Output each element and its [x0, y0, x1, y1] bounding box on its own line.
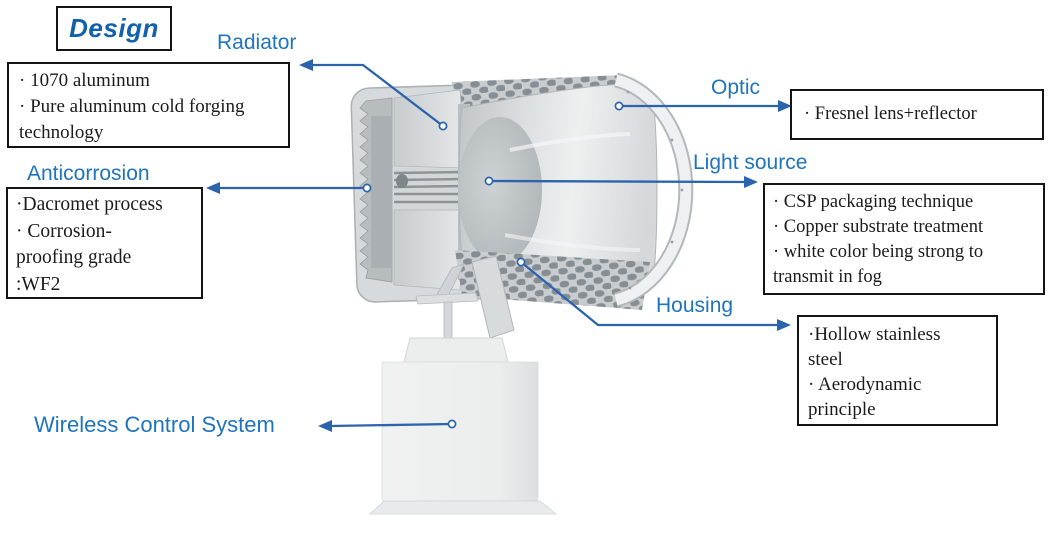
- callout-arrow-light-source: [484, 176, 758, 188]
- text-line: · Aerodynamic: [808, 374, 922, 395]
- text-line: steel: [808, 349, 843, 370]
- mounting-arm: [415, 255, 515, 349]
- label-radiator: Radiator: [217, 31, 297, 54]
- housing-info-box: ·Hollow stainless steel · Aerodynamic princ…: [797, 315, 998, 426]
- text-line: · Copper substrate treatment: [773, 217, 984, 237]
- light-source-info-box: · CSP packaging technique · Copper substr…: [763, 183, 1045, 295]
- label-housing: Housing: [656, 294, 734, 317]
- text-line: proofing grade: [16, 247, 132, 268]
- text-line: technology: [19, 122, 104, 143]
- reflector-bell: [458, 83, 658, 297]
- base-box: [368, 337, 558, 515]
- text-line: principle: [808, 399, 876, 420]
- optic-info-box: · Fresnel lens+reflector: [790, 89, 1044, 140]
- text-line: transmit in fog: [773, 267, 882, 287]
- label-light-source: Light source: [693, 151, 808, 174]
- design-badge-label: Design: [69, 13, 159, 43]
- callout-arrow-radiator: [299, 59, 448, 131]
- callout-arrow-housing: [516, 257, 791, 331]
- anticorrosion-info-box: ·Dacromet process · Corrosion-proofing gr…: [6, 187, 203, 299]
- radiator-fins: [359, 89, 467, 291]
- label-optic: Optic: [711, 76, 761, 99]
- text-line: · white color being strong to: [773, 242, 984, 262]
- callout-arrow-optic: [614, 100, 792, 112]
- label-anticorrosion: Anticorrosion: [27, 162, 150, 185]
- radiator-info-box: · 1070 aluminum · Pure aluminum cold forg…: [7, 62, 290, 148]
- text-line: :WF2: [16, 273, 61, 295]
- text-line: ·Hollow stainless: [808, 324, 941, 345]
- lens-rim: [614, 72, 694, 308]
- callout-arrow-anticorrosion: [206, 182, 372, 194]
- text-line: · Corrosion-: [16, 220, 112, 242]
- text-line: · CSP packaging technique: [773, 192, 974, 212]
- text-line: ·Dacromet process: [16, 194, 163, 215]
- callout-arrow-wireless: [318, 419, 457, 432]
- label-wireless-control-system: Wireless Control System: [34, 412, 275, 437]
- design-badge: Design: [56, 6, 172, 51]
- text-line: · Fresnel lens+reflector: [804, 104, 977, 124]
- text-line: · Pure aluminum cold forging: [19, 96, 245, 117]
- text-line: · 1070 aluminum: [19, 70, 150, 91]
